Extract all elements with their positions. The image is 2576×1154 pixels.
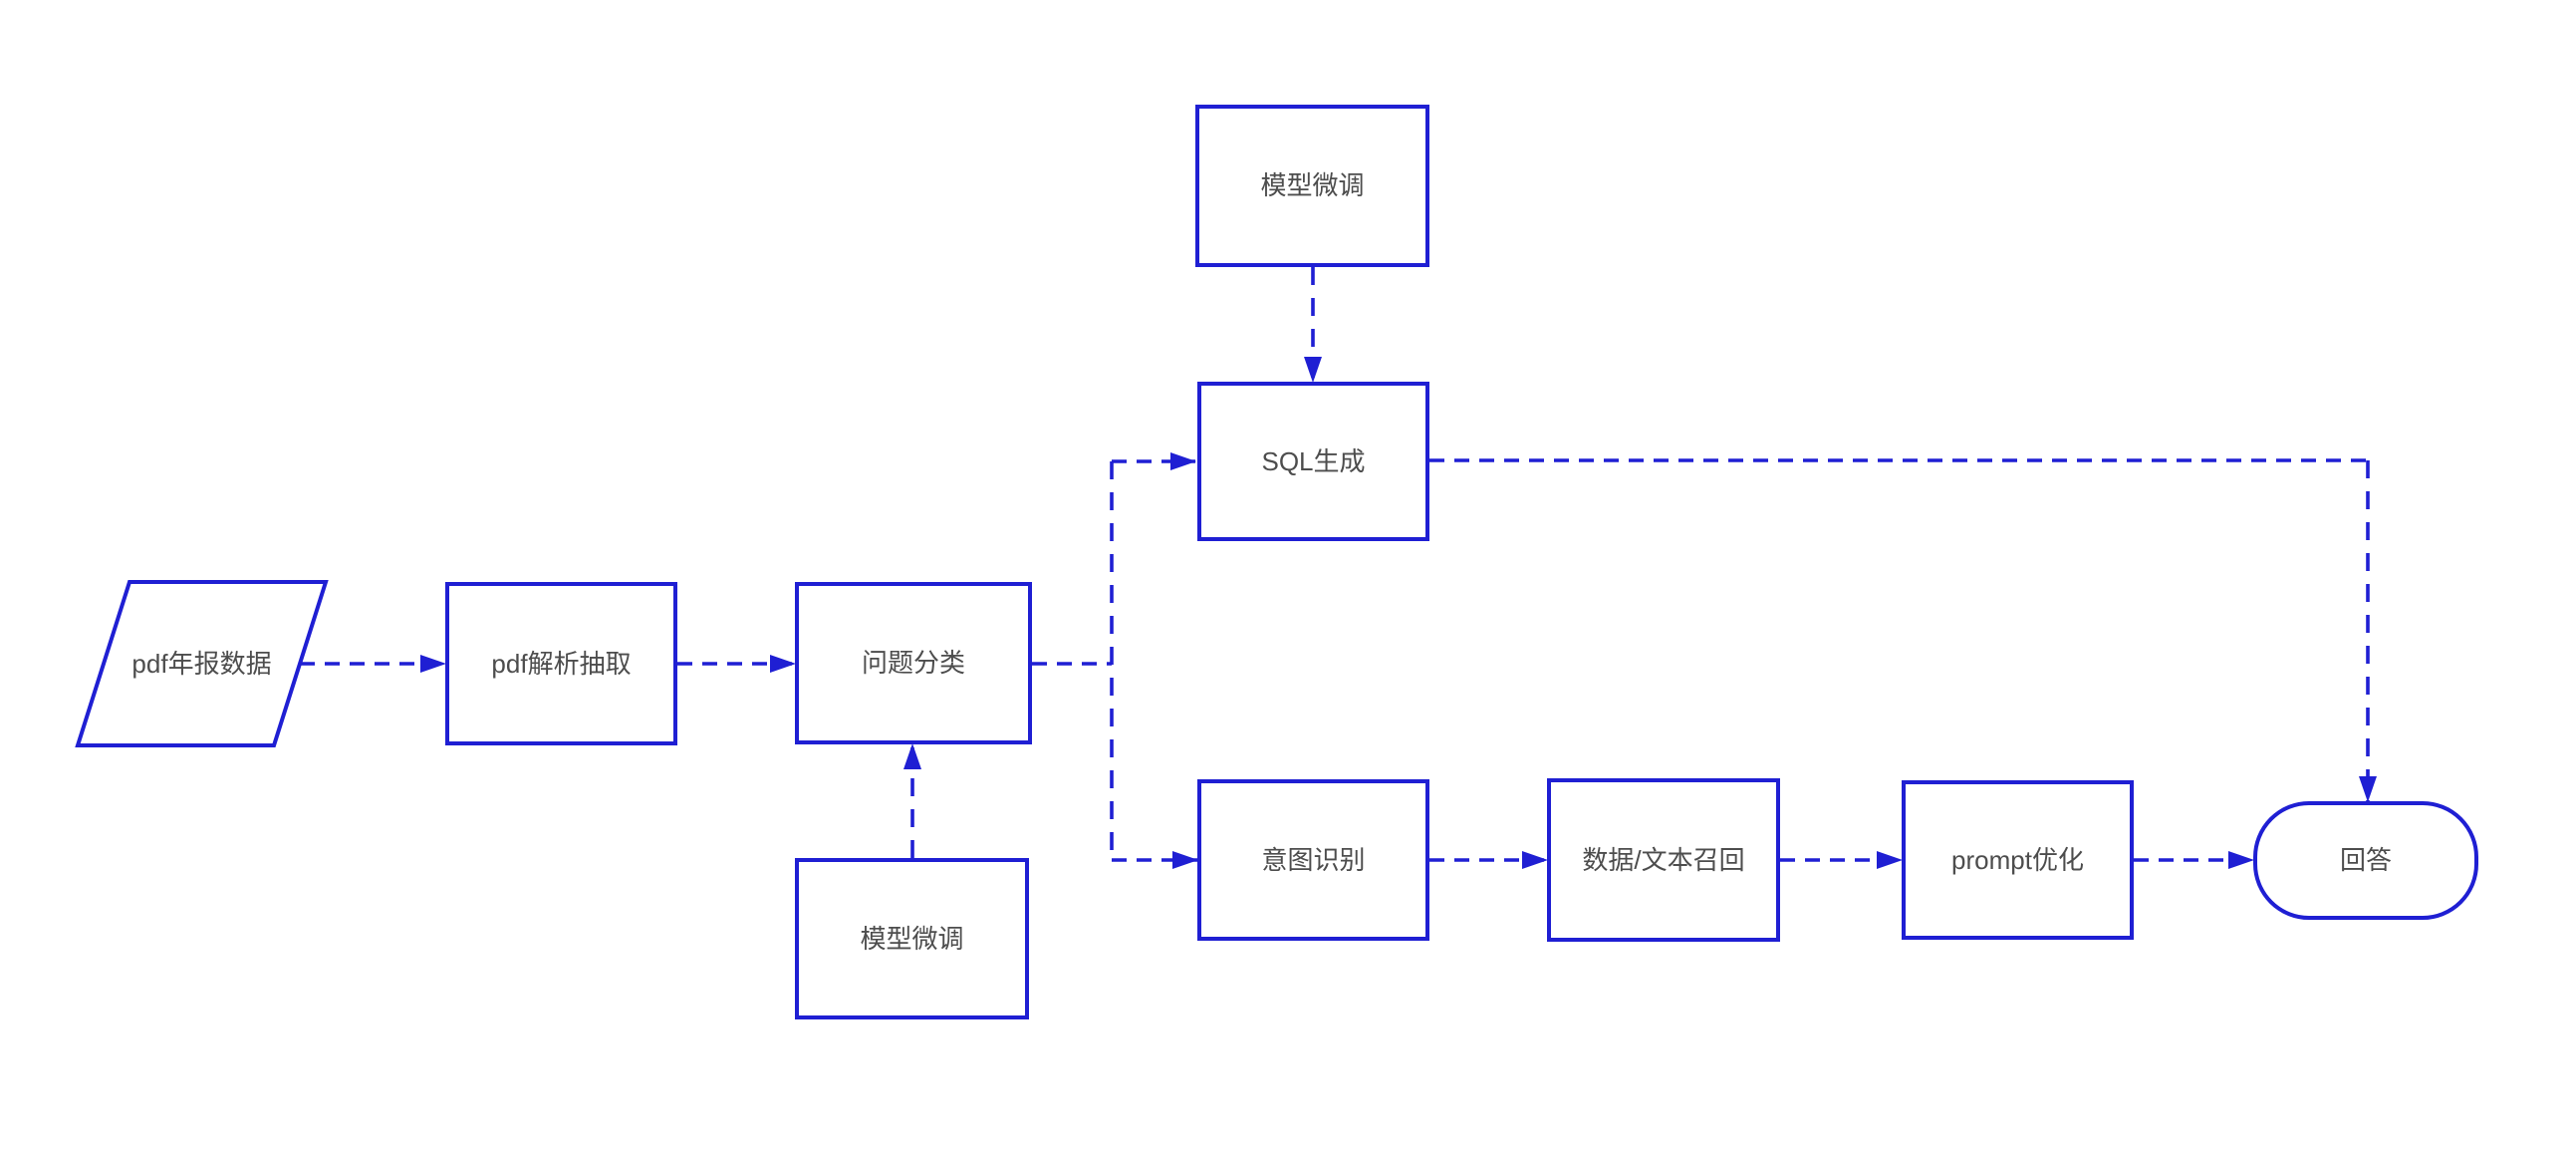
node-pdf-annual-report-data: pdf年报数据 xyxy=(78,582,326,745)
node-pdf-parse-extract-label: pdf解析抽取 xyxy=(491,648,632,679)
node-data-text-recall: 数据/文本召回 xyxy=(1547,778,1780,942)
node-question-classification: 问题分类 xyxy=(795,582,1032,744)
node-question-classification-label: 问题分类 xyxy=(861,648,965,679)
node-model-finetune-top-label: 模型微调 xyxy=(1260,170,1365,201)
node-model-finetune-top: 模型微调 xyxy=(1195,105,1429,267)
node-intent-recognition-label: 意图识别 xyxy=(1261,844,1366,875)
node-data-text-recall-label: 数据/文本召回 xyxy=(1582,844,1745,875)
node-prompt-optimization-label: prompt优化 xyxy=(1951,844,2084,875)
node-prompt-optimization: prompt优化 xyxy=(1902,780,2134,940)
node-sql-generation: SQL生成 xyxy=(1197,382,1429,541)
node-intent-recognition: 意图识别 xyxy=(1197,779,1429,941)
node-pdf-annual-report-data-label: pdf年报数据 xyxy=(131,648,272,679)
node-pdf-annual-report-data-shape xyxy=(75,580,329,747)
node-sql-generation-label: SQL生成 xyxy=(1261,445,1366,476)
node-model-finetune-bottom: 模型微调 xyxy=(795,858,1029,1019)
node-pdf-parse-extract: pdf解析抽取 xyxy=(445,582,677,745)
node-answer: 回答 xyxy=(2253,801,2478,920)
node-answer-label: 回答 xyxy=(2339,845,2392,876)
node-model-finetune-bottom-label: 模型微调 xyxy=(860,923,964,954)
